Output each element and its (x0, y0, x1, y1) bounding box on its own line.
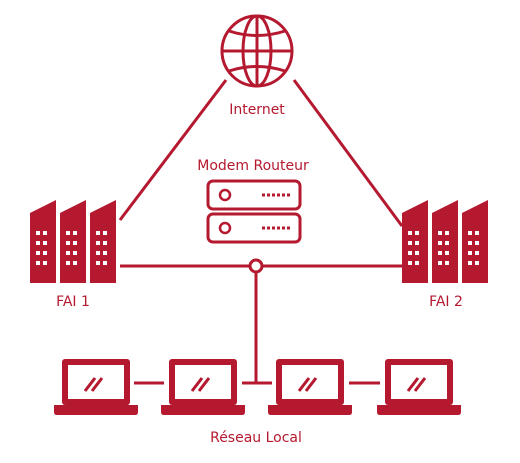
fai1-label: FAI 1 (56, 294, 90, 310)
connection-lines (118, 79, 404, 385)
line-internet-fai2 (292, 79, 404, 227)
laptop-icon (377, 359, 461, 415)
server-icon (206, 179, 302, 244)
laptop-icon (161, 359, 245, 415)
reseau-local-label: Réseau Local (210, 430, 302, 446)
building-icon (402, 200, 488, 283)
internet-label: Internet (229, 102, 285, 118)
modem-routeur-label: Modem Routeur (197, 158, 309, 174)
globe-icon (220, 14, 294, 88)
line-internet-fai1 (118, 79, 228, 221)
laptop-icon (268, 359, 352, 415)
hub-node (248, 258, 264, 274)
fai2-label: FAI 2 (429, 294, 463, 310)
building-icon (30, 200, 116, 283)
laptop-icon (54, 359, 138, 415)
